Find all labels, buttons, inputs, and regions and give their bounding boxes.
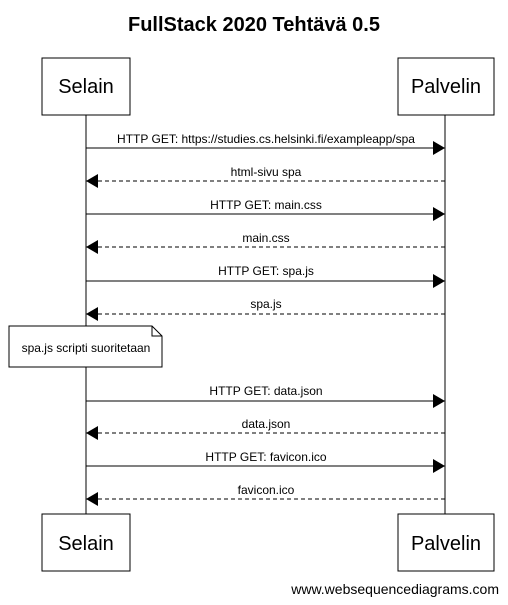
participant-box [41, 57, 131, 116]
message-label: favicon.ico [238, 483, 295, 497]
message-6: spa.js [86, 297, 445, 321]
watermark-text[interactable]: www.websequencediagrams.com [290, 581, 499, 597]
message-10: favicon.ico [86, 483, 445, 506]
participant-label: Palvelin [411, 76, 481, 98]
note-box [8, 325, 163, 368]
participant-box [397, 57, 495, 116]
diagram-title: FullStack 2020 Tehtävä 0.5 [128, 14, 380, 36]
message-8: data.json [86, 417, 445, 440]
message-label: data.json [242, 417, 291, 431]
participant-label: Selain [58, 76, 114, 98]
message-7: HTTP GET: data.json [86, 384, 445, 408]
message-label: HTTP GET: https://studies.cs.helsinki.fi… [117, 132, 415, 146]
message-label: HTTP GET: spa.js [218, 264, 314, 278]
note-text: spa.js scripti suoritetaan [22, 341, 151, 355]
participant-label: Palvelin [411, 533, 481, 555]
note-fold [151, 326, 162, 337]
participant-box [397, 513, 495, 572]
message-1: HTTP GET: https://studies.cs.helsinki.fi… [86, 132, 445, 155]
message-label: html-sivu spa [231, 165, 302, 179]
message-label: HTTP GET: favicon.ico [205, 450, 326, 464]
message-4: main.css [86, 231, 445, 254]
message-2: html-sivu spa [86, 165, 445, 188]
note: spa.js scripti suoritetaan [8, 325, 163, 368]
participant-label: Selain [58, 533, 114, 555]
message-label: main.css [242, 231, 289, 245]
message-label: HTTP GET: data.json [209, 384, 322, 398]
participant-server-top: Palvelin [397, 57, 495, 116]
message-label: spa.js [250, 297, 281, 311]
message-3: HTTP GET: main.css [86, 198, 445, 221]
participant-server-bottom: Palvelin [397, 513, 495, 572]
message-label: HTTP GET: main.css [210, 198, 322, 212]
message-5: HTTP GET: spa.js [86, 264, 445, 288]
participant-browser-bottom: Selain [41, 513, 131, 572]
message-9: HTTP GET: favicon.ico [86, 450, 445, 473]
participant-browser-top: Selain [41, 57, 131, 116]
participant-box [41, 513, 131, 572]
